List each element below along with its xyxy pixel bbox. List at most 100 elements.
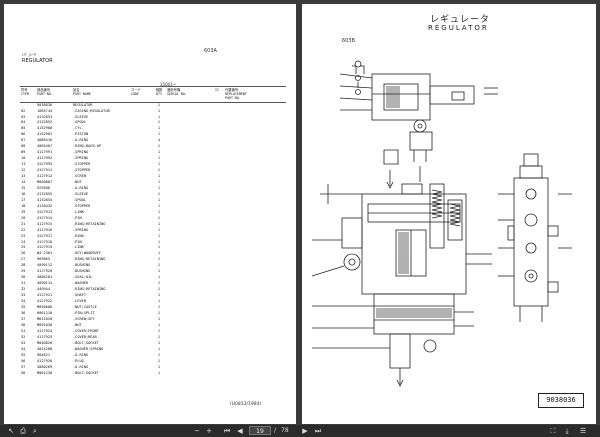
- row-item: 26: [21, 251, 26, 256]
- row-item: 28: [21, 263, 26, 268]
- row-part-no: H061210: [37, 310, 53, 315]
- row-part-no: 4127991: [37, 150, 53, 155]
- row-qty: 1: [157, 168, 161, 173]
- row-part-name: -SLEEVE: [73, 191, 89, 196]
- row-qty: 1: [157, 108, 161, 113]
- row-qty: 1: [157, 293, 161, 298]
- next-page-icon[interactable]: ▶: [302, 427, 308, 435]
- first-page-icon[interactable]: ⏮: [223, 427, 231, 435]
- print-icon[interactable]: ⎙: [20, 427, 26, 435]
- row-qty: 1: [157, 215, 161, 220]
- row-qty: 1: [157, 299, 161, 304]
- prev-page-icon[interactable]: ◀: [237, 427, 243, 435]
- serial-ref: 35001~: [160, 82, 177, 87]
- row-qty: 1: [157, 162, 161, 167]
- row-part-no: W4-2361: [37, 251, 53, 256]
- row-qty: 1: [157, 185, 161, 190]
- row-part-name: REGULATOR: [73, 102, 93, 107]
- row-part-no: 4127915: [37, 221, 53, 226]
- row-item: 22: [21, 227, 26, 232]
- row-part-name: -PIN: [73, 215, 82, 220]
- row-part-no: 4127993: [37, 162, 53, 167]
- row-part-no: 4127916: [37, 227, 53, 232]
- row-part-name: -BUSHING: [73, 269, 91, 274]
- row-part-no: 4132900: [37, 126, 53, 131]
- row-qty: 1: [157, 352, 161, 357]
- row-item: 34: [21, 299, 26, 304]
- row-part-name: -O-RING: [73, 352, 89, 357]
- menu-icon[interactable]: ☰: [579, 427, 587, 435]
- row-part-name: -RING;RETAINING: [73, 287, 106, 292]
- row-qty: 1: [157, 275, 161, 280]
- row-part-name: -COVER;FRONT: [73, 328, 99, 333]
- row-qty: 1: [157, 316, 161, 321]
- row-item: 14: [21, 180, 26, 184]
- row-part-name: -KEY;WOODRUFF: [73, 251, 102, 256]
- row-part-no: 4132901: [37, 132, 53, 137]
- row-qty: 1: [157, 120, 161, 125]
- row-item: 12: [21, 168, 26, 173]
- row-part-name: -NUT: [73, 322, 82, 327]
- zoom-out-icon[interactable]: −: [194, 427, 200, 435]
- drawing-title-jp: レギュレータ: [430, 15, 490, 25]
- row-item: 24: [21, 239, 26, 244]
- row-part-name: -CYL.: [73, 126, 84, 131]
- row-part-name: -BOLT;SOCKET: [73, 370, 99, 375]
- row-qty: 1: [157, 156, 161, 161]
- row-part-name: -SCREW: [73, 174, 86, 179]
- last-page-icon[interactable]: ⏭: [314, 427, 322, 435]
- cursor-icon[interactable]: ↖: [8, 427, 14, 435]
- row-part-name: -PIN;SPLIT: [73, 310, 95, 315]
- row-qty: 1: [157, 245, 161, 250]
- row-item: 03: [21, 114, 26, 119]
- row-qty: 1: [157, 287, 161, 292]
- row-part-no: 4127922: [37, 299, 53, 304]
- row-part-no: M651020: [37, 316, 53, 321]
- download-icon[interactable]: ⤓: [565, 427, 569, 435]
- row-qty: 1: [157, 144, 161, 149]
- row-qty: 1: [157, 102, 161, 107]
- row-qty: 1: [157, 340, 161, 345]
- row-part-name: -O-RING: [73, 185, 89, 190]
- row-code: [130, 371, 152, 377]
- row-part-no: 440944: [37, 287, 50, 292]
- row-part-name: -STOPPER: [73, 162, 91, 167]
- row-item: 58: [21, 370, 26, 375]
- row-qty: 1: [157, 221, 161, 226]
- row-item: 10: [21, 156, 26, 161]
- row-part-name: -SPRING: [73, 227, 89, 232]
- zoom-in-icon[interactable]: +: [206, 427, 212, 435]
- row-part-no: 4127992: [37, 156, 53, 161]
- fullscreen-icon[interactable]: ⛶: [550, 427, 556, 435]
- page-number-input[interactable]: 19: [249, 426, 271, 435]
- row-part-no: 4085407: [37, 144, 53, 149]
- row-part-name: -O-RING: [73, 138, 89, 143]
- row-item: 37: [21, 316, 26, 321]
- row-qty: 1: [157, 114, 161, 119]
- row-item: 02: [21, 108, 26, 113]
- row-item: 54: [21, 346, 26, 351]
- row-part-no: 4132855: [37, 191, 53, 196]
- magnifier-icon[interactable]: ⌕: [33, 427, 37, 435]
